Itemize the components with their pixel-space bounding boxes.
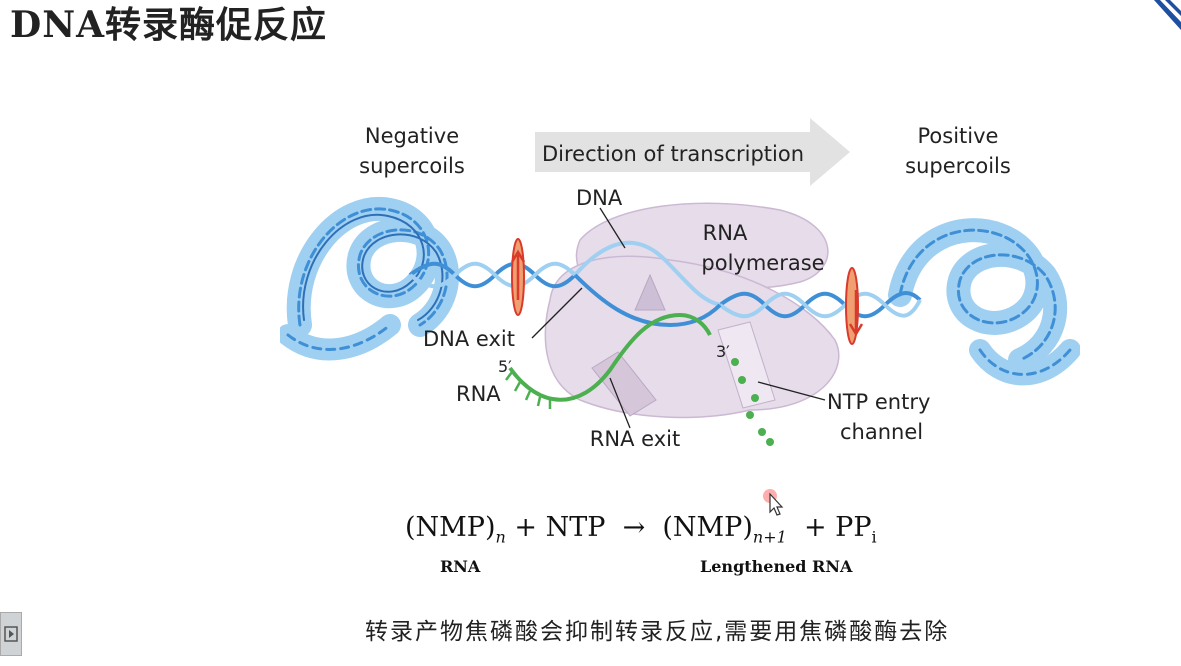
rna-polymerase-label-2: polymerase [701, 251, 824, 275]
ntp-molecules [731, 358, 774, 446]
rna-bases [505, 371, 552, 409]
dna-leader [599, 207, 626, 249]
negative-supercoils-label-1: Negative [365, 124, 459, 148]
eq-pp-sub: i [871, 527, 877, 547]
eq-plus-ntp: + NTP → [505, 512, 663, 543]
rna-exit-channel [591, 351, 657, 417]
play-button[interactable] [0, 612, 22, 656]
dna-helix-left [408, 261, 577, 289]
mouse-cursor-icon [763, 489, 784, 516]
positive-supercoils-label-2: supercoils [905, 154, 1011, 178]
rna-strand [508, 312, 712, 402]
eq-label-rna: RNA [440, 557, 481, 576]
coding-strand [573, 273, 722, 328]
eq-plus-pp: + PP [786, 512, 872, 543]
dna-exit-leader [531, 287, 583, 339]
three-prime-label: 3′ [716, 342, 730, 361]
eq-rhs: (NMP) [662, 512, 753, 543]
eq-rhs-sub: n+1 [752, 527, 787, 547]
eq-label-lengthened-rna: Lengthened RNA [700, 557, 853, 576]
ntp-entry-channel [717, 321, 776, 409]
footnote-text: 转录产物焦磷酸会抑制转录反应,需要用焦磷酸酶去除 [365, 619, 950, 645]
eq-lhs: (NMP) [405, 512, 496, 543]
slide-title: DNA转录酶促反应 [10, 4, 328, 46]
ntp-leader [757, 381, 826, 401]
positive-supercoil [888, 218, 1080, 386]
rna-polymerase-label-1: RNA [703, 221, 748, 245]
ntp-entry-label-2: channel [840, 420, 923, 444]
eq-lhs-sub: n [495, 527, 506, 547]
direction-arrow [535, 118, 850, 186]
play-icon [4, 626, 18, 642]
transcription-diagram: Direction of transcription Negative supe… [280, 118, 1080, 451]
dna-exit-label: DNA exit [423, 327, 515, 351]
rna-exit-leader [609, 377, 631, 429]
rna-exit-label: RNA exit [590, 427, 680, 451]
positive-supercoils-label-1: Positive [918, 124, 999, 148]
rna-label: RNA [456, 382, 501, 406]
five-prime-label: 5′ [498, 357, 512, 376]
negative-supercoil [280, 196, 460, 361]
dna-label: DNA [576, 186, 623, 210]
template-strand [573, 240, 721, 307]
active-site-triangle [634, 273, 666, 311]
swivel-arrow-left [510, 249, 526, 300]
corner-logo [1154, 0, 1181, 30]
transcription-equation: (NMP)n + NTP → (NMP)n+1 + PPi [405, 512, 877, 546]
dna-helix-right [718, 291, 922, 319]
ntp-entry-label-1: NTP entry [827, 390, 930, 414]
swivel-arrow-right [848, 290, 864, 337]
direction-label: Direction of transcription [542, 142, 804, 166]
negative-supercoils-label-2: supercoils [359, 154, 465, 178]
